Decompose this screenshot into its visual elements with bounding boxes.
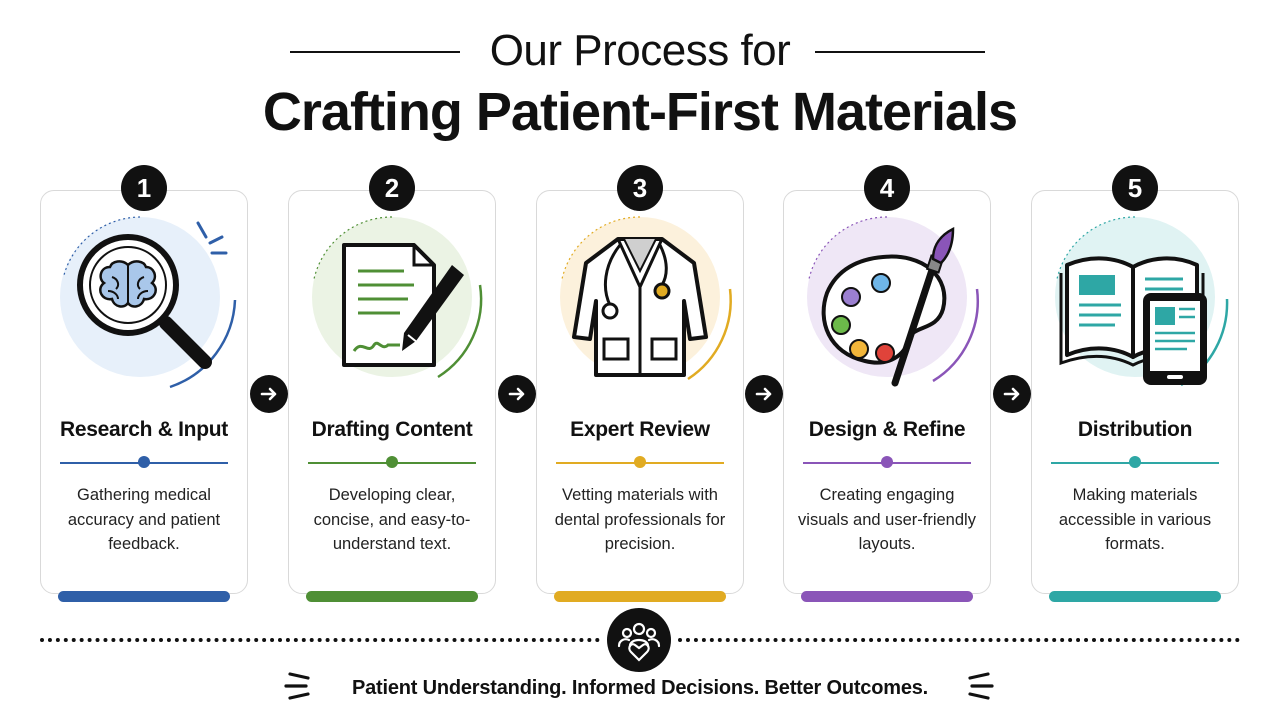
step-divider-dot-1 xyxy=(138,456,150,468)
step-color-bar-5 xyxy=(1049,591,1221,602)
step-description-2: Developing clear, concise, and easy-to-u… xyxy=(313,486,471,553)
step-color-bar-3 xyxy=(554,591,726,602)
step-number-badge-3: 3 xyxy=(617,165,663,211)
title-line-1: Our Process for xyxy=(489,26,791,75)
step-color-bar-2 xyxy=(306,591,478,602)
palette-brush-icon xyxy=(821,226,955,387)
arrow-right-icon-4 xyxy=(993,375,1031,413)
step-number-badge-1: 1 xyxy=(121,165,167,211)
arrow-right-icon-3 xyxy=(745,375,783,413)
lab-coat-stethoscope-icon xyxy=(572,237,708,377)
step-description-1: Gathering medical accuracy and patient f… xyxy=(67,486,221,553)
arrow-right-icon-2 xyxy=(498,375,536,413)
step-description-3: Vetting materials with dental profession… xyxy=(554,486,726,553)
book-tablet-icon xyxy=(1059,256,1207,385)
step-description-5: Making materials accessible in various f… xyxy=(1058,486,1212,553)
step-5-illustration xyxy=(1031,205,1239,395)
step-number-badge-5: 5 xyxy=(1112,165,1158,211)
step-description-4: Creating engaging visuals and user-frien… xyxy=(798,486,976,553)
page-title: Crafting Patient-First Materials xyxy=(262,82,1018,142)
step-color-bar-4 xyxy=(801,591,973,602)
step-1-illustration xyxy=(40,205,248,395)
step-number-badge-2: 2 xyxy=(369,165,415,211)
step-divider-dot-4 xyxy=(881,456,893,468)
community-heart-icon xyxy=(607,608,671,672)
footer-tagline: Patient Understanding. Informed Decision… xyxy=(351,677,929,699)
step-divider-dot-3 xyxy=(634,456,646,468)
step-4-illustration xyxy=(783,205,991,395)
step-title-5: Distribution xyxy=(1077,418,1193,441)
footer-dotted-line-right xyxy=(678,638,1240,642)
step-number-badge-4: 4 xyxy=(864,165,910,211)
step-title-3: Expert Review xyxy=(570,418,710,441)
step-3-illustration xyxy=(536,205,744,395)
arrow-right-icon-1 xyxy=(250,375,288,413)
step-title-4: Design & Refine xyxy=(808,418,966,441)
step-divider-dot-5 xyxy=(1129,456,1141,468)
title-rule-right xyxy=(815,51,985,53)
step-divider-dot-2 xyxy=(386,456,398,468)
title-rule-left xyxy=(290,51,460,53)
footer-dotted-line-left xyxy=(40,638,600,642)
document-pen-icon xyxy=(342,243,464,367)
step-title-2: Drafting Content xyxy=(311,418,473,441)
step-title-1: Research & Input xyxy=(60,418,228,441)
step-2-illustration xyxy=(288,205,496,395)
step-color-bar-1 xyxy=(58,591,230,602)
sparkle-right-icon xyxy=(968,672,994,700)
magnifying-glass-brain-icon xyxy=(77,221,228,369)
sparkle-left-icon xyxy=(284,672,310,700)
